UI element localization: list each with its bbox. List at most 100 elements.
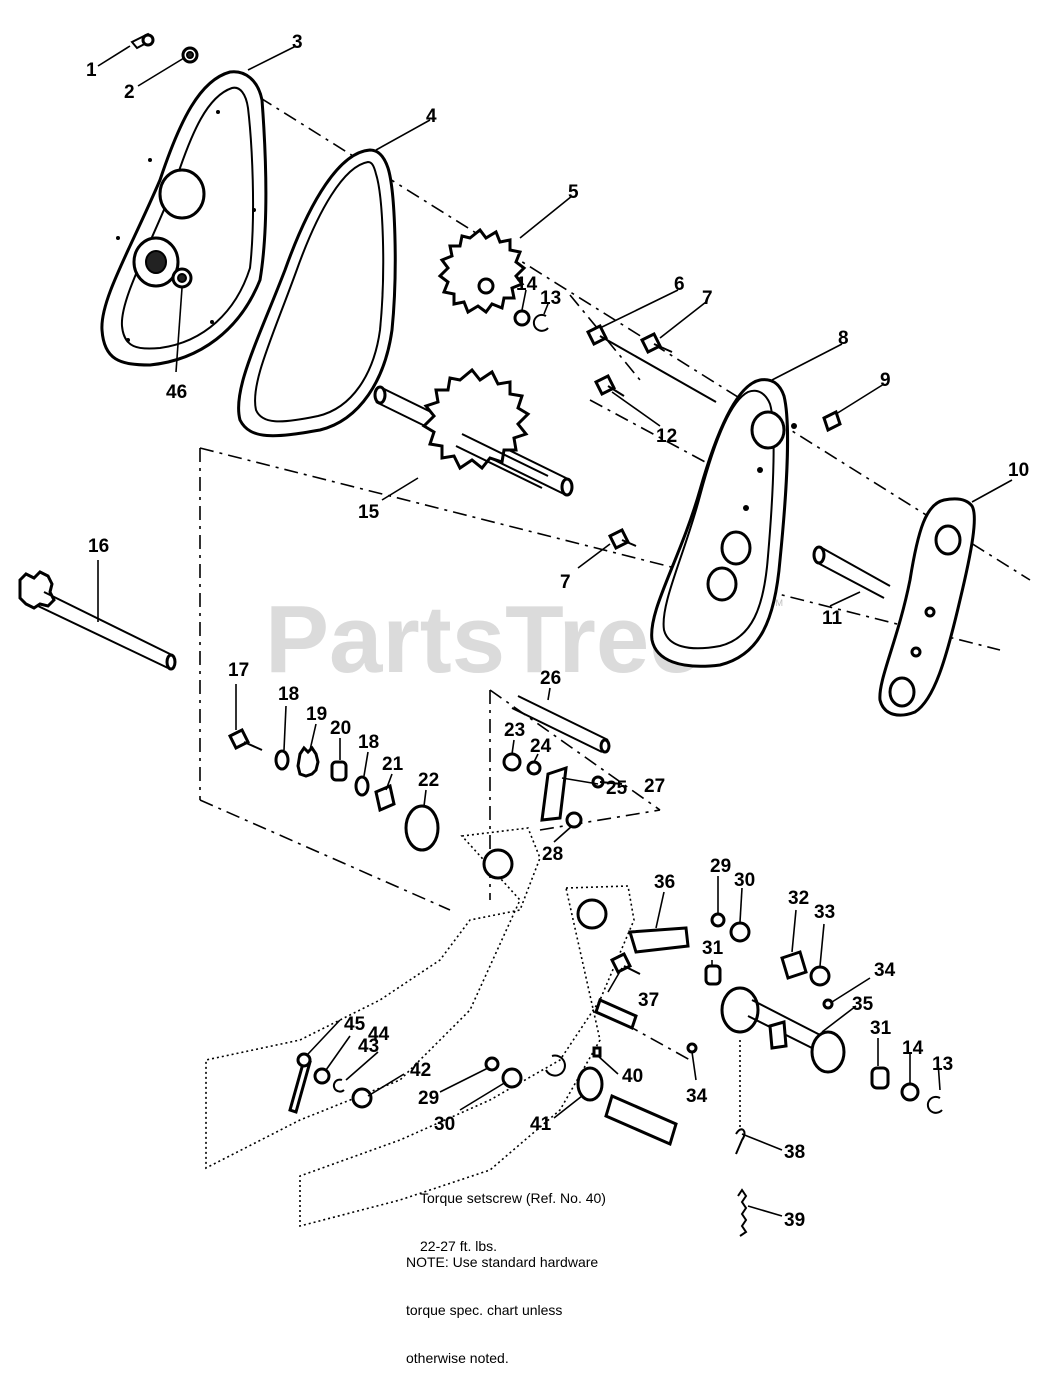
callout-labels: 1 2 3 4 5 6 7 8 9 10 11 12 13 14 15 16 1… xyxy=(86,32,1029,1231)
callout-15: 15 xyxy=(358,502,380,523)
part-44-washer xyxy=(313,1067,331,1085)
callout-38: 38 xyxy=(784,1142,805,1163)
part-24-washer xyxy=(526,760,542,776)
callout-1: 1 xyxy=(86,60,97,81)
callout-6: 6 xyxy=(674,274,685,295)
callout-4: 4 xyxy=(426,106,437,127)
part-1-bolt xyxy=(130,32,155,50)
callout-33: 33 xyxy=(814,902,835,923)
callout-5: 5 xyxy=(568,182,579,203)
part-30-nut-b xyxy=(501,1067,523,1089)
callout-18a: 18 xyxy=(278,684,299,705)
part-38-clip xyxy=(735,1040,746,1155)
callout-31a: 31 xyxy=(702,938,724,959)
watermark-tm: TM xyxy=(770,598,783,608)
callout-18b: 18 xyxy=(358,732,379,753)
part-33-nut xyxy=(809,965,831,987)
parts-diagram: PartsTree TM xyxy=(18,32,1031,1237)
callout-31b: 31 xyxy=(870,1018,892,1039)
part-28-washer xyxy=(565,811,583,829)
callout-leaders xyxy=(97,45,1013,1217)
watermark: PartsTree xyxy=(265,586,703,693)
part-18-washer-a xyxy=(274,749,290,771)
callout-3: 3 xyxy=(292,32,303,53)
callout-12: 12 xyxy=(656,426,677,447)
callout-34b: 34 xyxy=(686,1086,708,1107)
callout-7a: 7 xyxy=(702,288,713,309)
callout-14a: 14 xyxy=(516,274,538,295)
part-4-gasket xyxy=(237,148,397,438)
callout-34a: 34 xyxy=(874,960,896,981)
callout-14b: 14 xyxy=(902,1038,924,1059)
part-34-fitting-a xyxy=(822,998,834,1010)
hardware-note: NOTE: Use standard hardware torque spec.… xyxy=(406,1222,598,1382)
callout-30b: 30 xyxy=(434,1114,455,1135)
callout-22: 22 xyxy=(418,770,439,791)
part-10-bracket-plate xyxy=(878,497,976,717)
pin-shaft xyxy=(594,997,638,1031)
callout-36: 36 xyxy=(654,872,675,893)
torque-note: Torque setscrew (Ref. No. 40) 22-27 ft. … xyxy=(420,1158,606,1270)
part-11-shaft xyxy=(812,545,891,599)
callout-44: 44 xyxy=(368,1024,390,1045)
callout-17: 17 xyxy=(228,660,249,681)
callout-35: 35 xyxy=(852,994,874,1015)
callout-41: 41 xyxy=(530,1114,552,1135)
callout-13a: 13 xyxy=(540,288,561,309)
callout-19: 19 xyxy=(306,704,327,725)
callout-29a: 29 xyxy=(710,856,731,877)
part-34-fitting-b xyxy=(686,1042,698,1054)
part-3-chain-case-half xyxy=(100,70,268,367)
callout-32: 32 xyxy=(788,888,809,909)
callout-20: 20 xyxy=(330,718,351,739)
callout-10: 10 xyxy=(1008,460,1029,481)
part-18-washer-b xyxy=(354,775,370,797)
part-13-ring xyxy=(532,313,549,332)
part-30-nut-a xyxy=(729,921,751,943)
hardware-note-line2: torque spec. chart unless xyxy=(406,1302,563,1318)
part-14-washer xyxy=(513,309,531,327)
callout-37: 37 xyxy=(638,990,659,1011)
part-20-spacer xyxy=(330,760,348,782)
part-41-coupling xyxy=(576,1066,678,1147)
part-21-plate xyxy=(374,783,396,813)
part-42-nut xyxy=(351,1087,373,1109)
part-7-bolt-upper xyxy=(639,331,673,355)
part-31-spacer-b xyxy=(870,1066,890,1090)
part-19-gear xyxy=(296,745,320,778)
torque-note-line1: Torque setscrew (Ref. No. 40) xyxy=(420,1190,606,1206)
part-46-bushing xyxy=(171,267,193,289)
snap-ring xyxy=(545,1054,566,1077)
part-16-drive-shaft xyxy=(18,570,177,671)
callout-2: 2 xyxy=(124,82,135,103)
hardware-note-line1: NOTE: Use standard hardware xyxy=(406,1254,599,1270)
part-22-disc xyxy=(404,804,440,852)
part-7-bolt-lower xyxy=(607,527,637,551)
callout-42: 42 xyxy=(410,1060,431,1081)
hardware-note-line3: otherwise noted. xyxy=(406,1350,509,1366)
callout-27: 27 xyxy=(644,776,665,797)
callout-9: 9 xyxy=(880,370,891,391)
part-17-bolt xyxy=(227,727,263,751)
part-32-bracket xyxy=(780,950,808,980)
part-37-bolt xyxy=(609,951,641,975)
callout-16: 16 xyxy=(88,536,109,557)
part-45-handle xyxy=(288,1052,312,1114)
callout-28: 28 xyxy=(542,844,563,865)
callout-11: 11 xyxy=(822,608,843,629)
callout-13b: 13 xyxy=(932,1054,953,1075)
callout-29b: 29 xyxy=(418,1088,439,1109)
part-40-setscrew xyxy=(592,1046,602,1058)
part-31-spacer-a xyxy=(704,964,722,986)
callout-21: 21 xyxy=(382,754,404,775)
part-15-sprocket-shaft xyxy=(373,367,574,497)
part-43-ring xyxy=(332,1078,345,1093)
frame-outlines xyxy=(205,827,635,1228)
callout-25: 25 xyxy=(606,778,628,799)
part-36-bracket xyxy=(628,926,690,954)
callout-23: 23 xyxy=(504,720,525,741)
part-14-washer-b xyxy=(900,1082,920,1102)
callout-24: 24 xyxy=(530,736,552,757)
part-23-nut xyxy=(502,752,522,772)
part-29-washer-a xyxy=(710,912,726,928)
